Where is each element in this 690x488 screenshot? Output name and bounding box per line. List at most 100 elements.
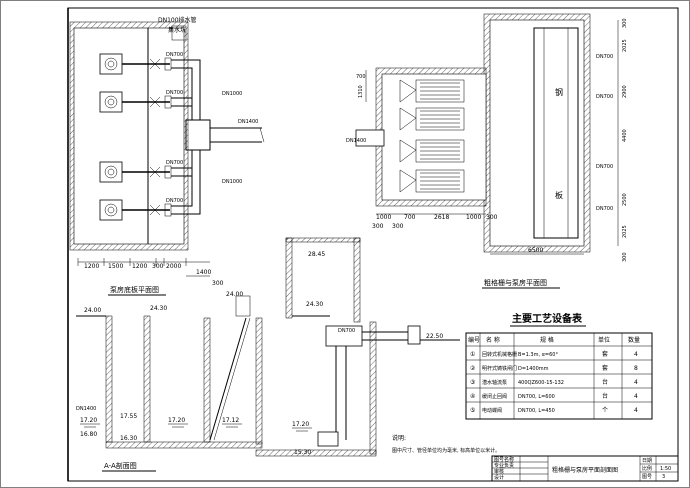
elevation-label: 24.00: [226, 291, 243, 298]
section-title: A-A剖面图: [104, 461, 137, 470]
notes-line: 图中尺寸、管径单位均为毫米, 标高单位以米计。: [392, 447, 500, 454]
elevation-label: 17.20: [80, 417, 97, 424]
pipe-label: DN700: [596, 94, 613, 100]
elevation-label: 17.20: [292, 421, 309, 428]
table-cell: 4: [634, 407, 638, 414]
dim-label: 300: [622, 18, 628, 28]
dim-label: 700: [356, 74, 366, 80]
title-block-cell: 设计: [494, 474, 504, 481]
drawing-title: 粗格栅与泵房平面剖面图: [552, 466, 618, 474]
steel-plate-char: 钢: [555, 87, 563, 97]
title-block: 图号名称 专业负责 审核 设计 粗格栅与泵房平面剖面图 日期 比例 图号 1:5…: [491, 455, 679, 482]
pipe-label: DN700: [166, 52, 183, 58]
dim-label: 2900: [622, 85, 628, 98]
table-cell: DN700, L=450: [518, 408, 555, 414]
sump-pit: [171, 25, 187, 41]
pipe-label: DN700: [596, 164, 613, 170]
dim-label: 6500: [528, 247, 543, 254]
title-block-cell: 图号: [642, 474, 652, 480]
elevation-label: 17.12: [222, 417, 239, 424]
pump-unit: [99, 53, 170, 75]
table-cell: DN700, L=600: [518, 394, 555, 400]
table-cell: 回转式机械格栅: [482, 351, 517, 358]
plan-title: 泵房底板平面图: [110, 285, 159, 294]
table-header: 规 格: [540, 336, 554, 344]
title-block-cell: 审核: [494, 468, 504, 475]
dim-label: 300: [486, 214, 498, 221]
table-cell: 8: [634, 365, 638, 372]
title-block-cell: 专业负责: [494, 462, 514, 469]
notes-title: 说明:: [392, 434, 406, 442]
table-cell: 明杆式铸铁闸门: [482, 365, 517, 372]
dim-label: 1400: [196, 269, 211, 276]
elevation-label: 28.45: [308, 251, 325, 258]
bar-screens: [399, 79, 465, 193]
pump-unit: [99, 161, 170, 183]
pipe-label: DN700: [166, 198, 183, 204]
dim-label: 300: [372, 223, 384, 230]
table-cell: 套: [602, 350, 608, 358]
screen-plan: 钢 板 DN1400 DN700 DN700 DN700 DN700 1310 …: [346, 13, 628, 289]
table-cell: 缓闭止回阀: [482, 393, 507, 400]
equipment-table: 主要工艺设备表 编号 名 称 规 格 单位 数量 ① 回转式机械格栅 B=1.3…: [465, 312, 653, 420]
title-block-cell: 图号名称: [494, 456, 514, 463]
table-cell: 台: [602, 378, 608, 386]
dim-label: 1000: [466, 214, 481, 221]
pump-unit: [99, 91, 170, 113]
title-block-value: 3: [662, 474, 665, 480]
table-cell: ②: [470, 365, 476, 372]
elevation-label: 15.30: [294, 449, 311, 456]
dim-label: 1500: [108, 263, 123, 270]
dim-label: 2025: [622, 225, 628, 238]
pipe-label: DN700: [338, 328, 355, 334]
table-cell: 电动蝶阀: [482, 407, 502, 414]
table-cell: 个: [602, 407, 608, 414]
pipe-label: DN700: [596, 54, 613, 60]
pump-room-plan: DN100排水管 集水坑 DN700 DN700 DN700 DN700 DN1…: [69, 16, 265, 296]
table-header: 名 称: [486, 336, 500, 344]
pipe-label: DN700: [166, 90, 183, 96]
elevation-label: 16.80: [80, 431, 97, 438]
pipe-label: DN1400: [76, 406, 96, 412]
pump-unit: [99, 199, 170, 221]
pipe-label: DN700: [596, 206, 613, 212]
dim-label: 2025: [622, 39, 628, 52]
table-cell: 套: [602, 364, 608, 372]
dim-label: 1200: [132, 263, 147, 270]
table-header: 编号: [468, 336, 480, 344]
dim-label: 4400: [622, 129, 628, 142]
pipe-label: DN1400: [346, 138, 366, 144]
elevation-label: 24.00: [84, 307, 101, 314]
section-aa: 24.00 24.30 24.30 28.45 24.00 22.50 17.5…: [76, 237, 460, 472]
dim-label: 2618: [434, 214, 449, 221]
table-cell: D=1400mm: [518, 366, 549, 372]
elevation-label: 24.30: [306, 301, 323, 308]
table-cell: ⑤: [470, 407, 475, 414]
table-cell: 4: [634, 379, 638, 386]
table-cell: 潜水轴流泵: [482, 379, 507, 386]
dim-label: 1200: [84, 263, 99, 270]
table-cell: 400QZ600-15-132: [518, 380, 564, 386]
table-cell: ④: [470, 393, 475, 400]
elevation-label: 24.30: [150, 305, 167, 312]
elevation-label: 16.30: [120, 435, 137, 442]
sump-label: 集水坑: [168, 26, 186, 34]
table-cell: 台: [602, 392, 608, 400]
pipe-label: DN1000: [222, 91, 242, 97]
pipe-label: DN1400: [238, 119, 258, 125]
table-cell: ③: [470, 379, 475, 386]
steel-plate-char: 板: [555, 190, 563, 200]
dim-label: 300: [392, 223, 404, 230]
title-block-cell: 比例: [642, 465, 652, 472]
table-title: 主要工艺设备表: [512, 312, 583, 325]
plan-title: 粗格栅与泵房平面图: [484, 278, 547, 287]
pipe-label: DN700: [166, 160, 183, 166]
table-cell: 4: [634, 351, 638, 358]
table-header: 单位: [598, 336, 610, 344]
dim-label: 2000: [166, 263, 181, 270]
dim-label: 300: [152, 263, 164, 270]
title-block-cell: 日期: [642, 458, 652, 464]
elevation-label: 17.20: [168, 417, 185, 424]
title-block-value: 1:50: [660, 466, 671, 472]
